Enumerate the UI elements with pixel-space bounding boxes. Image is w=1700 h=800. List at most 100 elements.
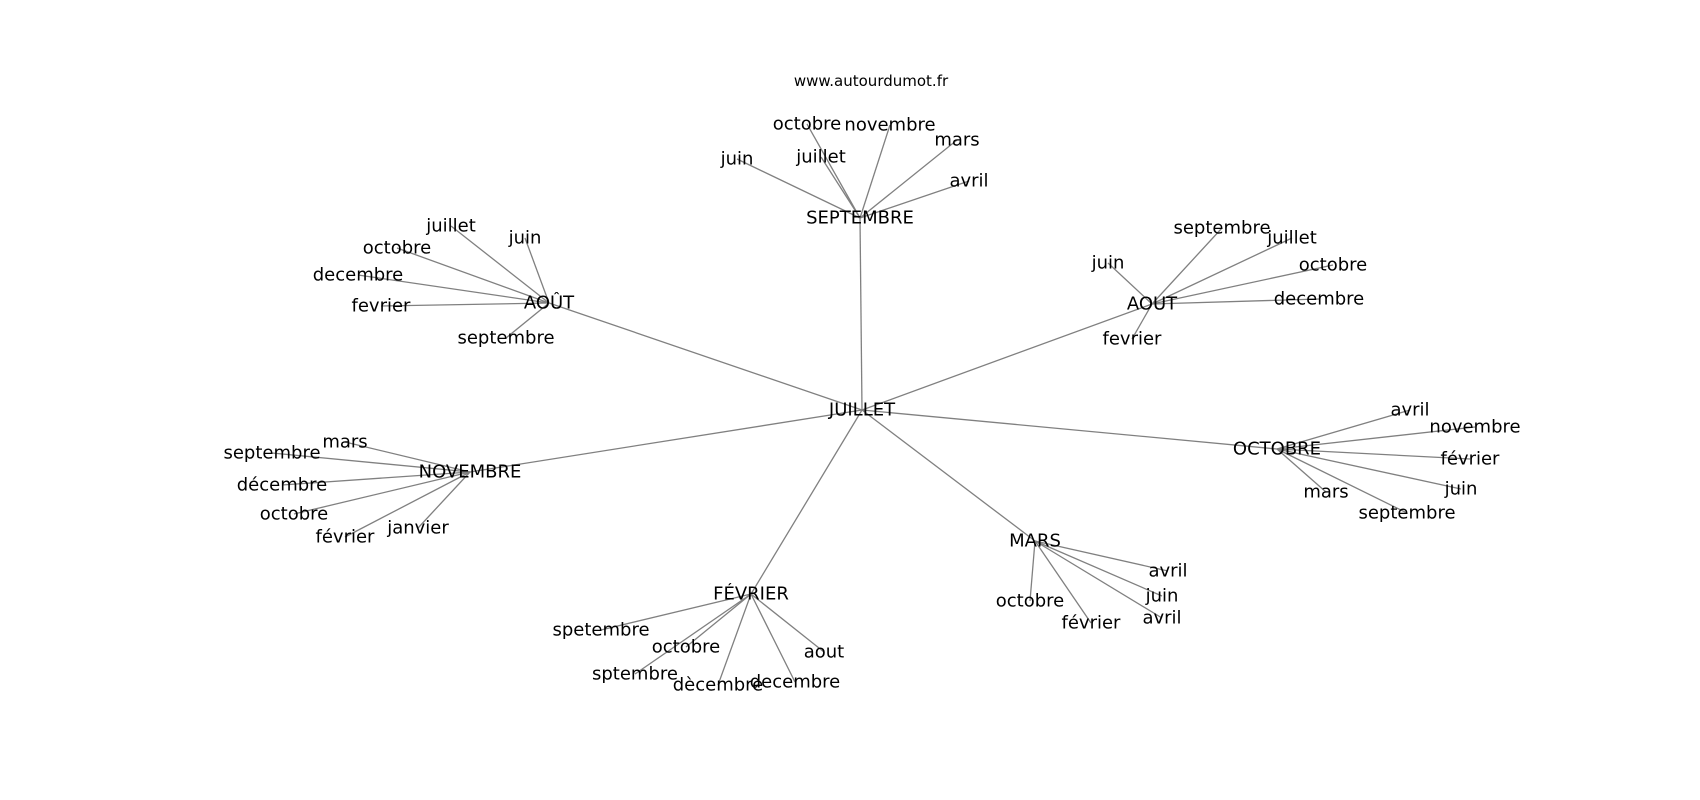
edge-hub-leaf — [1276, 448, 1471, 460]
leaf-node-label: octobre — [773, 114, 841, 135]
leaf-node-label: decembre — [750, 672, 841, 693]
edge-hub-leaf — [281, 471, 471, 486]
leaf-node-label: juin — [1091, 253, 1125, 274]
hub-node-label: MARS — [1009, 531, 1061, 552]
hub-node-label: AOÛT — [524, 292, 575, 314]
edge-hub-leaf — [1034, 540, 1092, 624]
leaf-node-label: juin — [508, 228, 542, 249]
leaf-node-label: septembre — [223, 443, 320, 464]
leaf-node-label: spetembre — [552, 620, 649, 641]
leaf-node-label: juillet — [1266, 228, 1317, 249]
edge-hub-leaf — [859, 180, 970, 219]
hub-node-label: SEPTEMBRE — [806, 208, 914, 229]
edge-hub-leaf — [1151, 264, 1334, 305]
hub-node-label: FÉVRIER — [713, 583, 789, 605]
leaf-node-label: janvier — [386, 518, 449, 539]
edge-hub-leaf — [820, 156, 861, 219]
leaf-node-label: avril — [1148, 561, 1187, 582]
leaf-node-label: octobre — [260, 504, 328, 525]
edge-hub-leaf — [1131, 303, 1153, 340]
edge-root-hub — [861, 303, 1153, 411]
edge-hub-leaf — [750, 593, 825, 653]
edge-hub-leaf — [859, 139, 958, 219]
leaf-node-label: septembre — [1358, 503, 1455, 524]
leaf-node-label: juin — [1444, 479, 1478, 500]
leaf-node-label: février — [1062, 613, 1122, 634]
leaf-node-label: juillet — [795, 147, 846, 168]
leaf-node-label: fevrier — [352, 296, 412, 317]
leaf-node-label: juillet — [425, 216, 476, 237]
edge-hub-leaf — [524, 237, 550, 304]
leaf-node-label: mars — [1303, 482, 1348, 503]
hub-node-label: NOVEMBRE — [419, 462, 522, 483]
leaf-node-label: mars — [934, 130, 979, 151]
leaf-node-label: avril — [1390, 400, 1429, 421]
edge-hub-leaf — [1276, 448, 1408, 514]
leaf-node-label: février — [1441, 449, 1501, 470]
edge-hub-leaf — [600, 593, 752, 631]
leaf-node-label: avril — [1142, 608, 1181, 629]
leaf-node-label: fevrier — [1103, 329, 1163, 350]
leaf-node-label: juin — [1145, 586, 1179, 607]
leaf-node-label: février — [316, 527, 376, 548]
leaf-node-label: novembre — [1429, 417, 1520, 438]
edge-hub-leaf — [717, 593, 752, 686]
leaf-node-label: octobre — [1299, 255, 1367, 276]
leaf-node-label: decembre — [313, 265, 404, 286]
site-url: www.autourdumot.fr — [793, 72, 949, 90]
edge-hub-leaf — [380, 302, 550, 307]
leaf-node-label: dècembre — [673, 675, 764, 696]
edge-hub-leaf — [396, 247, 550, 304]
edge-hub-leaf — [1034, 540, 1169, 572]
leaf-node-label: mars — [322, 432, 367, 453]
edge-hub-leaf — [634, 593, 752, 675]
leaf-node-label: septembre — [457, 328, 554, 349]
edge-hub-leaf — [1276, 409, 1411, 450]
edge-hub-leaf — [271, 452, 471, 473]
hub-node-label: OCTOBRE — [1233, 439, 1321, 460]
edge-root-hub — [861, 409, 1036, 542]
leaf-node-label: septembre — [1173, 218, 1270, 239]
leaf-node-label: sptembre — [592, 664, 678, 685]
leaf-node-label: juin — [720, 149, 754, 170]
edge-root-hub — [861, 409, 1278, 450]
root-node-label: JUILLET — [828, 400, 896, 421]
edge-hub-leaf — [859, 124, 891, 219]
edge-hub-leaf — [806, 123, 861, 219]
edge-hub-leaf — [736, 158, 861, 219]
edge-hub-leaf — [1151, 237, 1293, 305]
leaf-node-label: avril — [949, 171, 988, 192]
edge-root-hub — [548, 302, 863, 411]
leaf-node-label: octobre — [363, 238, 431, 259]
edge-root-hub — [750, 409, 863, 595]
edge-hub-leaf — [1276, 448, 1462, 490]
edge-hub-leaf — [1034, 540, 1163, 619]
edge-hub-leaf — [344, 471, 471, 538]
edge-hub-leaf — [505, 302, 550, 339]
edge-hub-leaf — [1107, 262, 1153, 305]
graph-edges — [271, 123, 1476, 686]
leaf-node-label: novembre — [844, 115, 935, 136]
edge-hub-leaf — [1151, 227, 1223, 305]
edge-hub-leaf — [1276, 426, 1476, 450]
leaf-node-label: décembre — [237, 475, 328, 496]
edge-hub-leaf — [1276, 448, 1327, 493]
leaf-node-label: octobre — [996, 591, 1064, 612]
edge-hub-leaf — [293, 471, 471, 515]
edge-hub-leaf — [450, 225, 550, 304]
edge-hub-leaf — [357, 274, 550, 304]
edge-hub-leaf — [685, 593, 752, 648]
leaf-node-label: decembre — [1274, 289, 1365, 310]
edge-root-hub — [859, 217, 863, 411]
leaf-node-label: aout — [804, 642, 845, 663]
hub-node-label: AOUT — [1127, 294, 1178, 315]
edge-hub-leaf — [344, 441, 471, 473]
edge-root-hub — [469, 409, 863, 473]
edge-hub-leaf — [417, 471, 471, 529]
edge-hub-leaf — [1029, 540, 1036, 602]
edge-hub-leaf — [1034, 540, 1163, 597]
edge-hub-leaf — [750, 593, 796, 683]
edge-hub-leaf — [1151, 298, 1320, 305]
